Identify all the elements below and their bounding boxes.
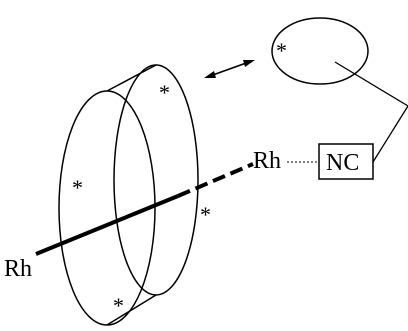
cylinder-back-ellipse (113, 64, 199, 296)
double-headed-arrow-icon (204, 60, 255, 78)
nc-label: NC (326, 150, 359, 176)
rh-rh-axis-dashed (177, 162, 254, 198)
cylinder (58, 64, 199, 326)
nc-link-line (372, 105, 408, 163)
small-ring-ellipse (271, 17, 369, 85)
star-marker: * (200, 202, 211, 227)
star-marker: * (276, 38, 287, 63)
cylinder-front-ellipse (58, 90, 156, 326)
cylinder-top-edge (106, 64, 157, 92)
ring-link-line (334, 61, 408, 107)
star-marker: * (159, 80, 170, 105)
rh-right-label: Rh (253, 148, 281, 174)
cylinder-bottom-edge (106, 294, 157, 326)
star-marker: * (72, 175, 83, 200)
rh-rh-axis-solid (35, 194, 179, 256)
nc-box (318, 143, 374, 180)
rh-left-label: Rh (4, 256, 32, 282)
star-marker: * (113, 293, 124, 318)
